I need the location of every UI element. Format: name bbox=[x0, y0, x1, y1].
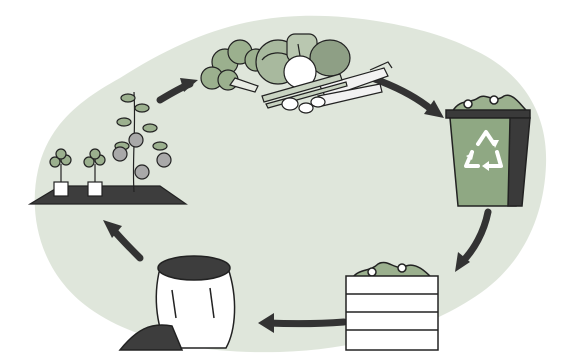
sack-opening bbox=[158, 256, 230, 280]
bin-lid bbox=[446, 110, 530, 118]
compost-box bbox=[346, 262, 438, 350]
compost-box-body bbox=[346, 276, 438, 350]
tomato bbox=[129, 133, 143, 147]
recycling-bin bbox=[446, 95, 530, 206]
tomato bbox=[113, 147, 127, 161]
tomato bbox=[157, 153, 171, 167]
arrow-compost-to-sack bbox=[268, 322, 344, 324]
tomato bbox=[135, 165, 149, 179]
